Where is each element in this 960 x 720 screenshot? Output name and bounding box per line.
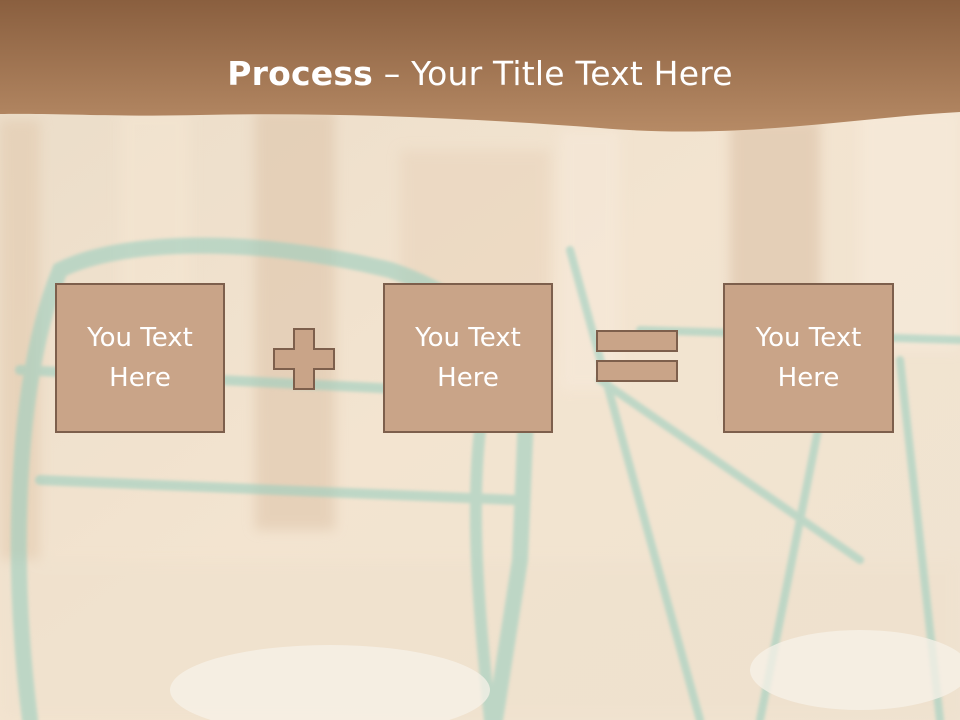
text-box-3-label: You Text Here [755,323,862,393]
title-rest: – Your Title Text Here [373,54,733,93]
text-box-1-label: You Text Here [87,323,193,393]
text-box-2[interactable]: You Text Here [383,283,553,433]
text-box-3[interactable]: You Text Here [723,283,894,433]
equals-icon [596,330,678,382]
text-box-2-label: You Text Here [415,323,521,393]
plus-icon [273,328,335,390]
text-box-1[interactable]: You Text Here [55,283,225,433]
slide-title: Process – Your Title Text Here [0,52,960,96]
title-bold: Process [227,54,374,93]
